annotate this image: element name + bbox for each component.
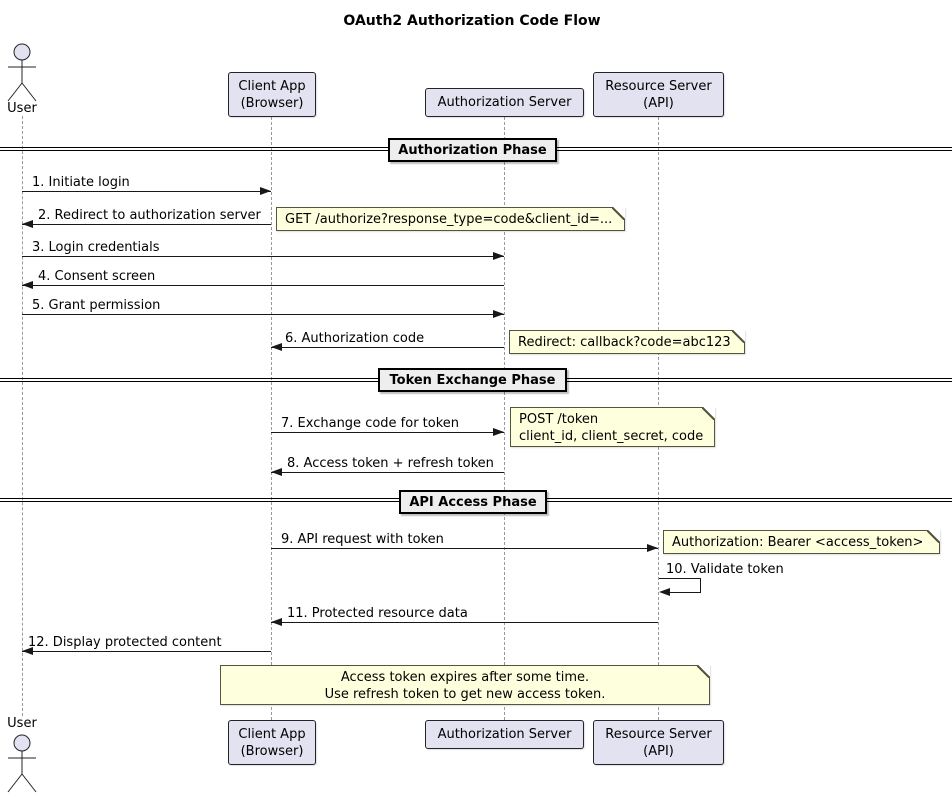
note-fold — [732, 330, 745, 343]
message-9: 9. API request with token — [271, 532, 658, 552]
participant-auth-line1: Authorization Server — [437, 95, 572, 110]
note-post-token: POST /token client_id, client_secret, co… — [510, 407, 715, 447]
message-2-label: 2. Redirect to authorization server — [38, 208, 261, 223]
arrowhead-left-icon — [22, 220, 33, 228]
participant-resource-line2: (API) — [643, 743, 674, 759]
note-post-token-line2: client_id, client_secret, code — [519, 429, 704, 444]
participant-resource-line1: Resource Server — [605, 78, 712, 94]
divider-authorization-phase: Authorization Phase — [388, 138, 557, 162]
participant-client-line2: (Browser) — [240, 743, 304, 759]
lifeline-client — [271, 117, 272, 720]
arrowhead-left-icon — [659, 588, 670, 596]
message-11-line — [271, 622, 658, 623]
divider-token-exchange-label: Token Exchange Phase — [389, 372, 556, 388]
arrowhead-right-icon — [260, 187, 271, 195]
lifeline-auth-server — [504, 117, 505, 720]
note-fold — [702, 407, 715, 420]
participant-resource-line1: Resource Server — [605, 726, 712, 742]
arrowhead-right-icon — [493, 310, 504, 318]
lifeline-user — [22, 116, 23, 716]
participant-resource-top: Resource Server (API) — [593, 72, 724, 117]
user-actor-icon — [7, 43, 37, 102]
participant-auth-bottom: Authorization Server — [425, 720, 584, 749]
message-8-label: 8. Access token + refresh token — [287, 456, 494, 471]
message-7: 7. Exchange code for token — [271, 416, 504, 436]
participant-client-top: Client App (Browser) — [228, 72, 316, 117]
arrowhead-left-icon — [271, 343, 282, 351]
arrowhead-left-icon — [271, 468, 282, 476]
message-6: 6. Authorization code — [271, 331, 504, 351]
participant-client-line2: (Browser) — [240, 95, 304, 111]
message-12: 12. Display protected content — [22, 635, 271, 655]
message-2-line — [22, 224, 271, 225]
note-fold — [612, 207, 625, 220]
user-actor-icon — [7, 734, 37, 793]
note-token-expiry-line2: Use refresh token to get new access toke… — [324, 687, 606, 702]
participant-resource-bottom: Resource Server (API) — [593, 720, 724, 765]
message-5-label: 5. Grant permission — [32, 298, 161, 313]
message-3-label: 3. Login credentials — [32, 240, 160, 255]
note-token-expiry: Access token expires after some time. Us… — [220, 665, 710, 705]
arrowhead-left-icon — [271, 618, 282, 626]
arrowhead-right-icon — [647, 544, 658, 552]
note-redirect-callback: Redirect: callback?code=abc123 — [509, 330, 745, 354]
message-2: 2. Redirect to authorization server — [22, 208, 271, 228]
message-12-label: 12. Display protected content — [28, 635, 222, 650]
participant-client-line1: Client App — [238, 726, 306, 742]
message-10-top-line — [659, 578, 701, 579]
divider-api-access-label: API Access Phase — [409, 494, 537, 510]
divider-authorization-label: Authorization Phase — [398, 142, 547, 158]
message-10-side-line — [700, 578, 701, 593]
message-10-label: 10. Validate token — [666, 562, 784, 577]
note-get-authorize: GET /authorize?response_type=code&client… — [276, 207, 625, 231]
participant-client-bottom: Client App (Browser) — [228, 720, 316, 765]
message-5-line — [22, 314, 504, 315]
message-7-label: 7. Exchange code for token — [281, 416, 460, 431]
message-7-line — [271, 432, 504, 433]
divider-api-access-phase: API Access Phase — [399, 490, 547, 514]
message-6-line — [271, 347, 504, 348]
message-4-line — [22, 285, 504, 286]
message-9-line — [271, 548, 658, 549]
message-11-label: 11. Protected resource data — [287, 606, 468, 621]
message-3-line — [22, 256, 504, 257]
message-10-bottom-line — [663, 592, 701, 593]
diagram-title: OAuth2 Authorization Code Flow — [343, 13, 601, 29]
note-fold — [697, 665, 710, 678]
message-9-label: 9. API request with token — [281, 532, 444, 547]
note-bearer-token: Authorization: Bearer <access_token> — [663, 530, 940, 554]
participant-resource-line2: (API) — [643, 95, 674, 111]
arrowhead-left-icon — [22, 647, 33, 655]
note-redirect-callback-text: Redirect: callback?code=abc123 — [518, 335, 731, 350]
message-1: 1. Initiate login — [22, 175, 271, 195]
participant-user-top: User — [7, 101, 37, 116]
participant-client-line1: Client App — [238, 78, 306, 94]
divider-token-exchange-phase: Token Exchange Phase — [378, 368, 567, 392]
arrowhead-right-icon — [493, 428, 504, 436]
message-8: 8. Access token + refresh token — [271, 456, 504, 476]
participant-auth-line1: Authorization Server — [437, 727, 572, 742]
message-5: 5. Grant permission — [22, 298, 504, 318]
message-1-label: 1. Initiate login — [32, 175, 130, 190]
message-4: 4. Consent screen — [22, 269, 504, 289]
note-post-token-line1: POST /token — [519, 412, 599, 427]
message-4-label: 4. Consent screen — [38, 269, 156, 284]
message-12-line — [22, 651, 271, 652]
participant-user-bottom: User — [7, 716, 37, 731]
note-get-authorize-text: GET /authorize?response_type=code&client… — [285, 212, 613, 227]
arrowhead-left-icon — [22, 281, 33, 289]
message-6-label: 6. Authorization code — [285, 331, 425, 346]
note-bearer-token-text: Authorization: Bearer <access_token> — [672, 535, 924, 550]
message-8-line — [271, 472, 504, 473]
note-fold — [927, 530, 940, 543]
message-1-line — [22, 191, 271, 192]
message-11: 11. Protected resource data — [271, 606, 658, 626]
message-3: 3. Login credentials — [22, 240, 504, 260]
arrowhead-right-icon — [493, 252, 504, 260]
participant-auth-top: Authorization Server — [425, 88, 584, 117]
note-token-expiry-line1: Access token expires after some time. — [340, 670, 590, 685]
